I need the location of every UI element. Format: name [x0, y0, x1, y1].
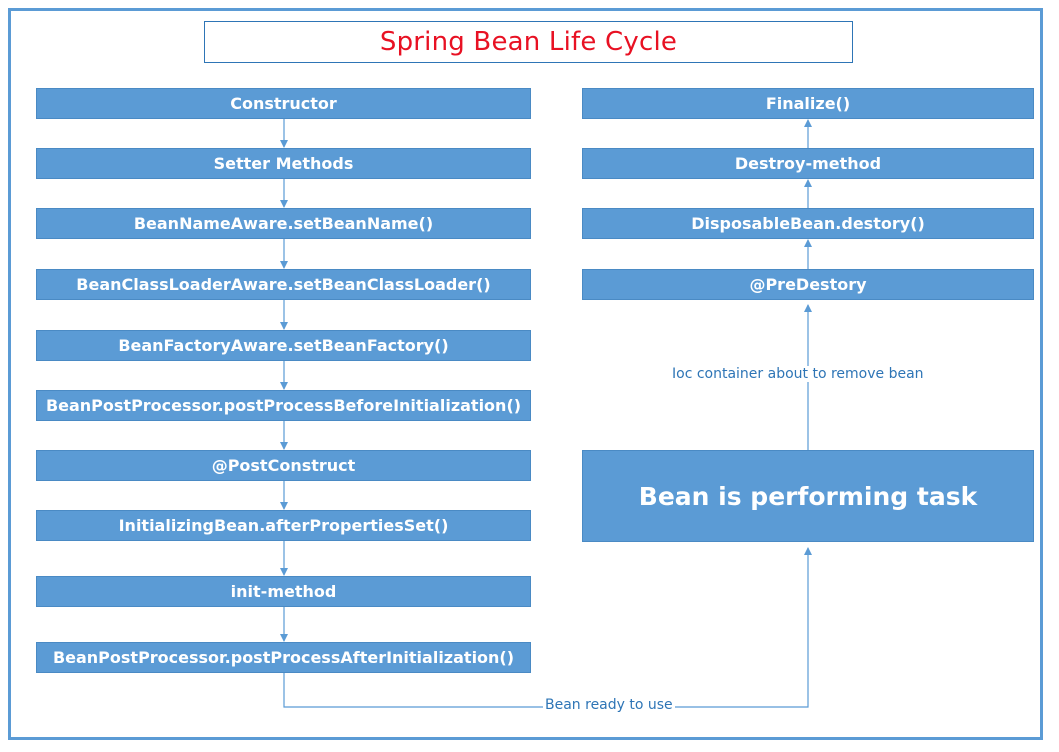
step-bean-factory-aware: BeanFactoryAware.setBeanFactory(): [36, 330, 531, 361]
step-pre-destroy: @PreDestory: [582, 269, 1034, 300]
step-post-construct: @PostConstruct: [36, 450, 531, 481]
step-bean-name-aware: BeanNameAware.setBeanName(): [36, 208, 531, 239]
step-disposable-bean-destroy: DisposableBean.destory(): [582, 208, 1034, 239]
step-setter-methods: Setter Methods: [36, 148, 531, 179]
label-ioc-remove: Ioc container about to remove bean: [670, 366, 926, 382]
step-bean-classloader-aware: BeanClassLoaderAware.setBeanClassLoader(…: [36, 269, 531, 300]
step-finalize: Finalize(): [582, 88, 1034, 119]
step-post-process-after-init: BeanPostProcessor.postProcessAfterInitia…: [36, 642, 531, 673]
ready-connector: [283, 547, 812, 708]
diagram-title: Spring Bean Life Cycle: [379, 27, 678, 57]
step-after-properties-set: InitializingBean.afterPropertiesSet(): [36, 510, 531, 541]
step-init-method: init-method: [36, 576, 531, 607]
step-post-process-before-init: BeanPostProcessor.postProcessBeforeIniti…: [36, 390, 531, 421]
step-destroy-method: Destroy-method: [582, 148, 1034, 179]
label-bean-ready: Bean ready to use: [543, 697, 675, 713]
bean-performing-task-box: Bean is performing task: [582, 450, 1034, 542]
title-box: Spring Bean Life Cycle: [204, 21, 853, 63]
step-constructor: Constructor: [36, 88, 531, 119]
diagram-frame: [8, 8, 1043, 740]
